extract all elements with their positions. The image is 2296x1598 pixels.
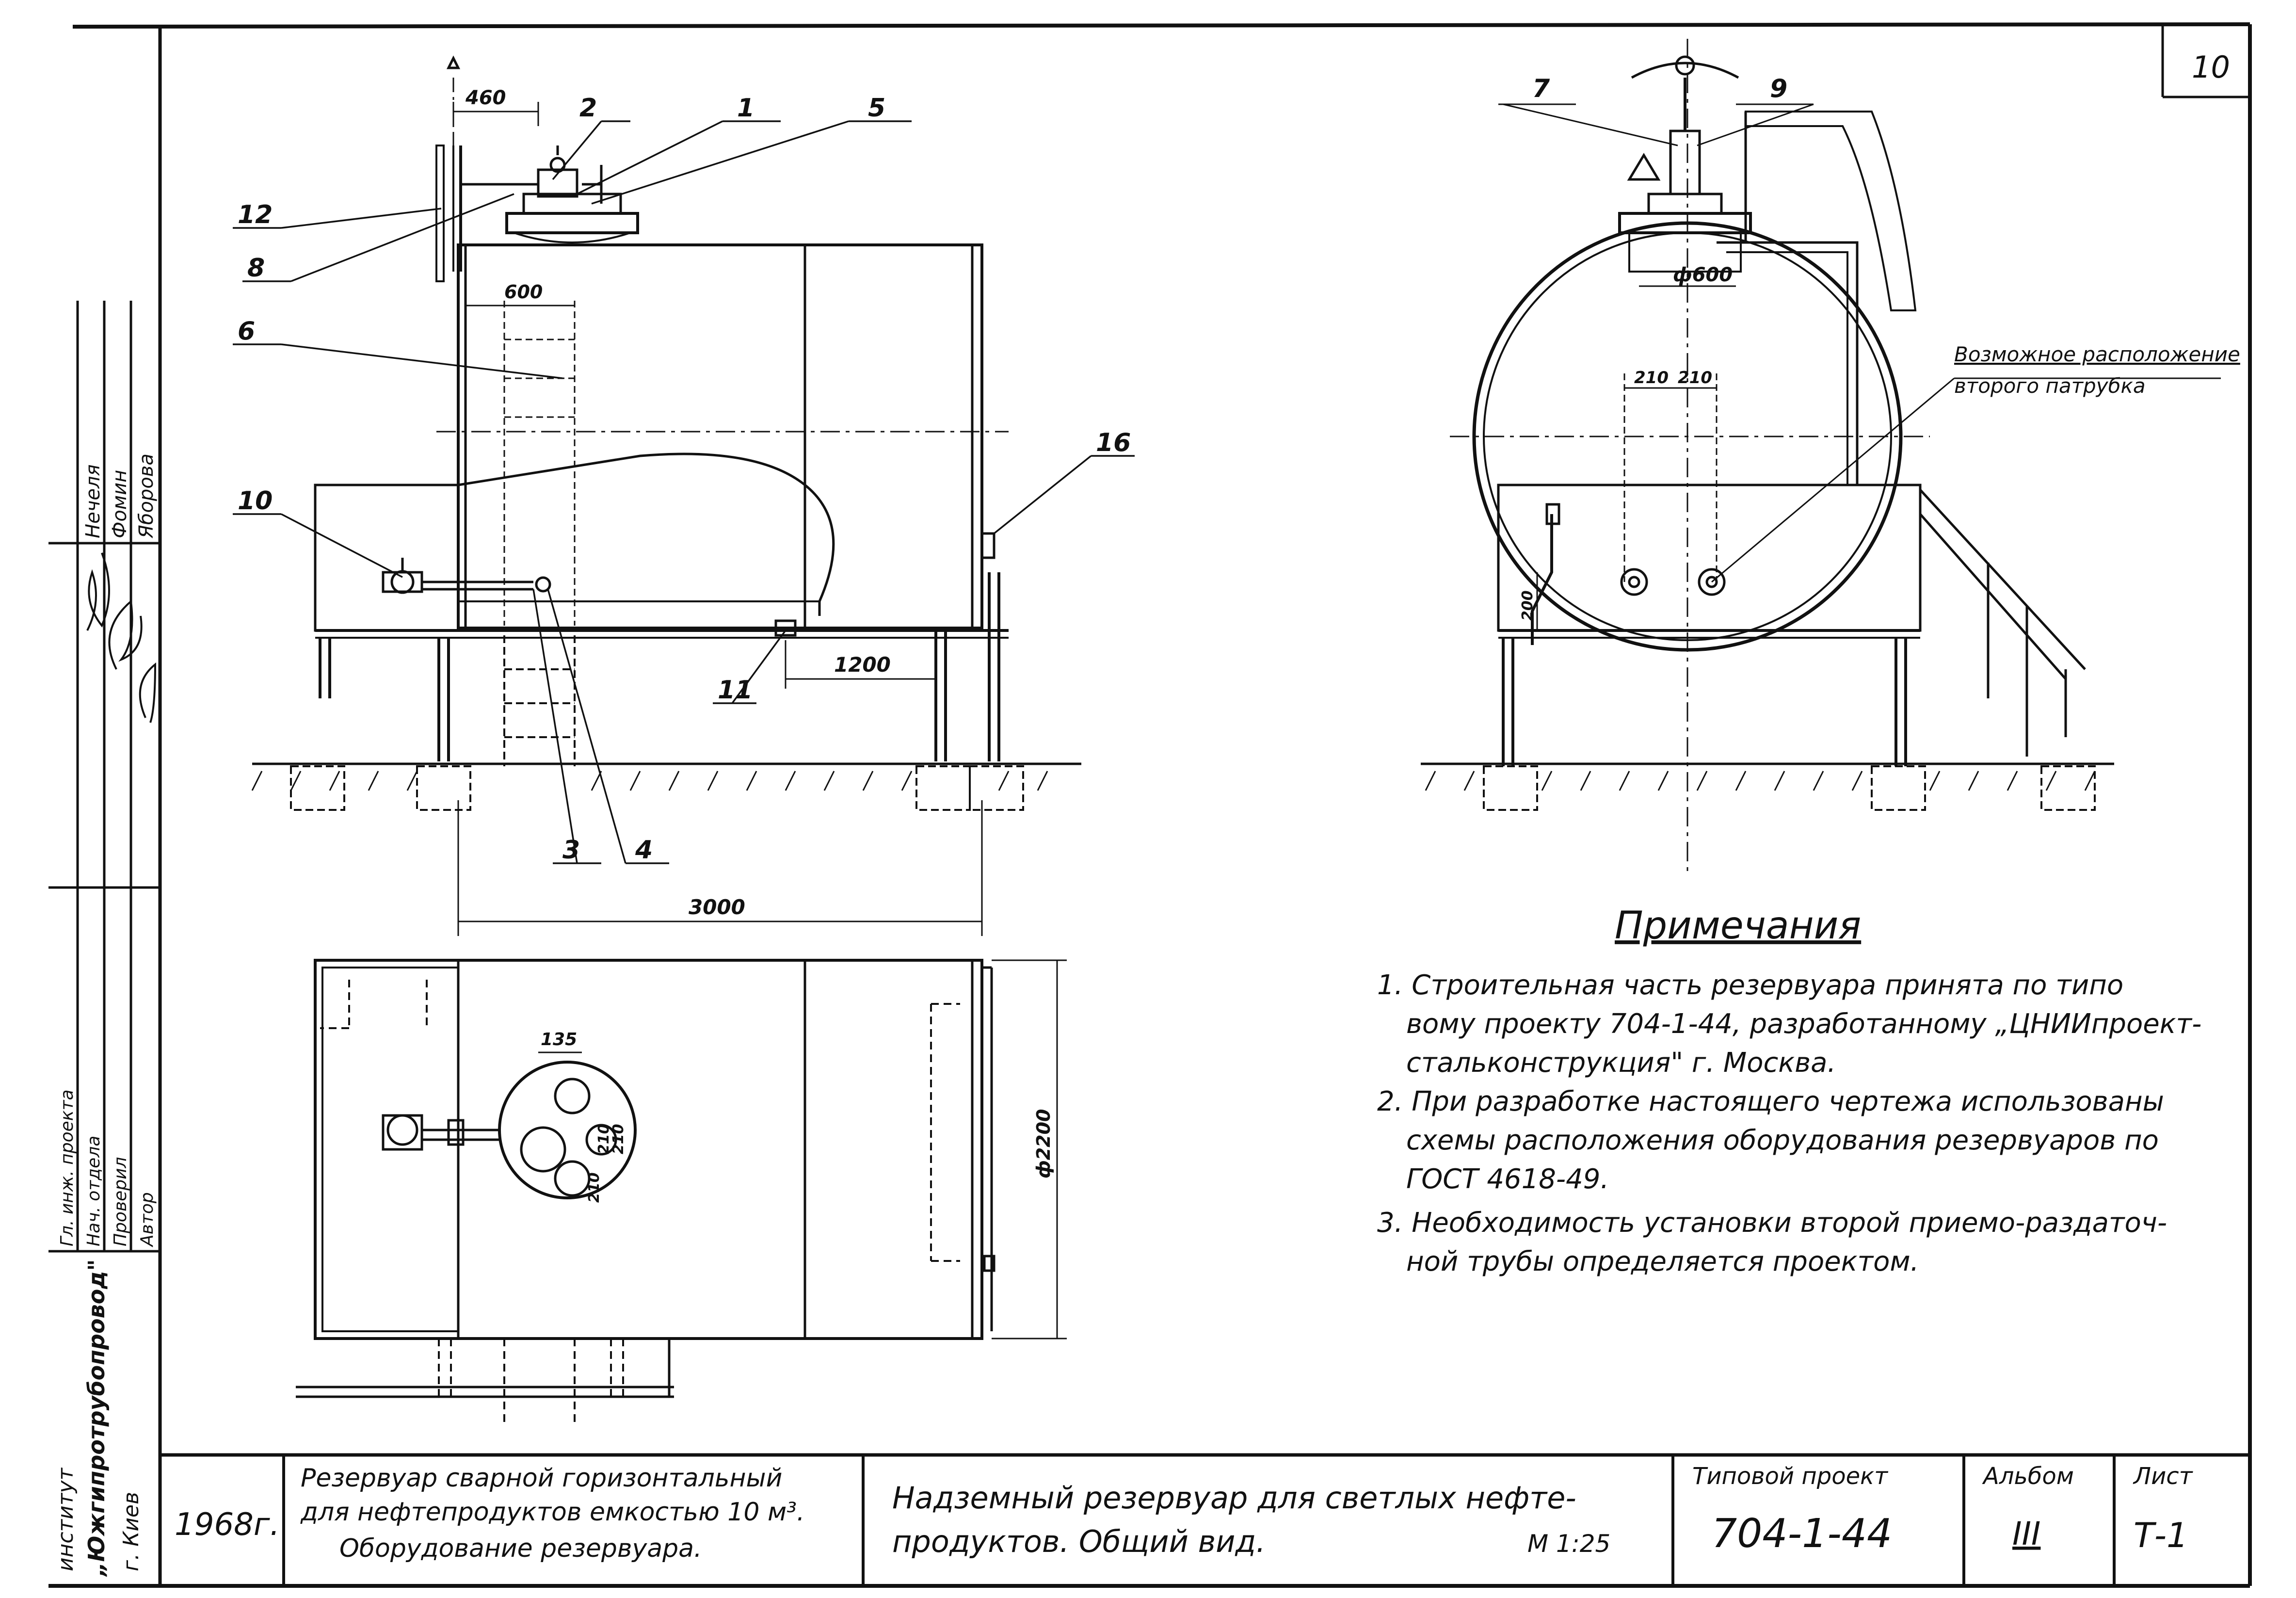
title-block-grid — [282, 1455, 2116, 1586]
dim-200: 200 — [1519, 590, 1536, 621]
tb-desc-line1: Резервуар сварной горизонтальный — [301, 1464, 782, 1493]
callout-6: 6 — [238, 317, 255, 346]
dim-135: 135 — [541, 1030, 577, 1049]
foundation-blocks-side — [1483, 765, 2096, 811]
note-1a: 1. Строительная часть резервуара принята… — [1377, 969, 2123, 1001]
notes-title: Примечания — [1615, 904, 1861, 948]
tb-title-line1: Надземный резервуар для светлых нефте- — [892, 1480, 1576, 1516]
ground-hatch-front — [251, 771, 1048, 791]
callout-16: 16 — [1096, 428, 1131, 457]
tb-desc-line2: для нефтепродуктов емкостью 10 м³. — [300, 1498, 805, 1527]
dim-1200: 1200 — [834, 653, 891, 677]
side-stair — [1919, 489, 2086, 757]
callout-12: 12 — [238, 200, 273, 229]
callout-3: 3 — [562, 836, 580, 865]
foundation-blocks-front — [290, 765, 1024, 811]
tb-sheet-value: Т-1 — [2134, 1516, 2188, 1555]
tb-album-label: Альбом — [1982, 1463, 2074, 1490]
tb-title-line2: продуктов. Общий вид. — [892, 1524, 1266, 1559]
callout-7: 7 — [1532, 74, 1550, 103]
stamp-role-author: Автор — [137, 1192, 157, 1247]
dim-210-a: 210 — [1634, 368, 1669, 387]
stamp-institute-2: „Южгипротрубопровод" — [83, 1259, 110, 1577]
dim-210-b: 210 — [1678, 368, 1712, 387]
tb-album-value: III — [2012, 1515, 2040, 1552]
dim-210-plan2: 210 — [610, 1124, 627, 1154]
callout-1: 1 — [737, 94, 755, 123]
tb-sheet-label: Лист — [2133, 1463, 2194, 1490]
callout-4: 4 — [635, 836, 653, 865]
dim-2200: ф2200 — [1033, 1109, 1054, 1178]
front-dimensions — [452, 102, 983, 936]
tb-desc-line3: Оборудование резервуара. — [339, 1534, 702, 1563]
dim-210-plan3: 210 — [586, 1172, 603, 1203]
front-view — [252, 55, 1081, 766]
front-callout-leaders — [233, 120, 1135, 864]
stamp-name-yaborova: Яборова — [135, 453, 158, 539]
callout-5: 5 — [868, 94, 885, 123]
stamp-institute-3: г. Киев — [119, 1492, 144, 1571]
drawing-frame — [48, 22, 2252, 1588]
dim-3000: 3000 — [689, 895, 745, 919]
sheet-number: 10 — [2192, 49, 2230, 85]
stamp-role-head: Нач. отдела — [84, 1136, 104, 1246]
note-3a: 3. Необходимость установки второй приемо… — [1377, 1207, 2167, 1239]
plan-dimensions — [538, 959, 1067, 1340]
tb-year: 1968г. — [175, 1507, 280, 1543]
stamp-institute-1: институт — [53, 1468, 78, 1571]
ground-hatch-side — [1425, 771, 2096, 791]
note-1b: вому проекту 704-1-44, разработанному „Ц… — [1406, 1008, 2201, 1040]
callout-2: 2 — [579, 94, 597, 123]
side-note-line2: второго патрубка — [1954, 374, 2146, 398]
left-stamp-text: Нечеля Фомин Яборова Гл. инж. проекта На… — [53, 453, 158, 1577]
stamp-role-chief: Гл. инж. проекта — [57, 1089, 77, 1246]
side-view — [1421, 39, 2114, 873]
note-2a: 2. При разработке настоящего чертежа исп… — [1377, 1086, 2164, 1117]
stamp-name-fomin: Фомин — [109, 470, 131, 538]
callout-10: 10 — [238, 486, 273, 516]
note-3b: ной трубы определяется проектом. — [1406, 1246, 1919, 1277]
left-stamp-strip — [48, 301, 160, 1253]
callout-9: 9 — [1770, 74, 1787, 103]
side-dimensions — [1498, 103, 2221, 630]
internal-ladder — [503, 301, 576, 626]
title-block-text: 1968г. Резервуар сварной горизонтальный … — [175, 1463, 2194, 1563]
tb-project-label: Типовой проект — [1692, 1463, 1889, 1490]
plan-view — [296, 959, 995, 1426]
note-2b: схемы расположения оборудования резервуа… — [1406, 1125, 2159, 1156]
side-note-line1: Возможное расположение — [1954, 342, 2240, 366]
tb-scale: М 1:25 — [1527, 1530, 1610, 1558]
front-callouts: 2 1 5 12 8 6 10 3 4 11 16 — [238, 94, 1131, 865]
stamp-role-checked: Проверил — [111, 1157, 130, 1246]
callout-8: 8 — [247, 254, 265, 283]
stamp-name-necheli: Нечеля — [82, 464, 104, 538]
signature-scribbles — [86, 552, 157, 723]
note-1c: стальконструкция" г. Москва. — [1406, 1047, 1836, 1079]
lower-ladder — [503, 635, 576, 766]
notes-block: Примечания 1. Строительная часть резерву… — [1377, 904, 2201, 1277]
dim-460: 460 — [465, 87, 506, 109]
note-2c: ГОСТ 4618-49. — [1406, 1163, 1609, 1195]
dim-600-side: ф600 — [1673, 264, 1733, 286]
dim-600-front: 600 — [504, 281, 543, 303]
tb-project-number: 704-1-44 — [1712, 1511, 1892, 1557]
callout-11: 11 — [718, 676, 753, 705]
dim-210-plan1: 210 — [595, 1124, 612, 1154]
